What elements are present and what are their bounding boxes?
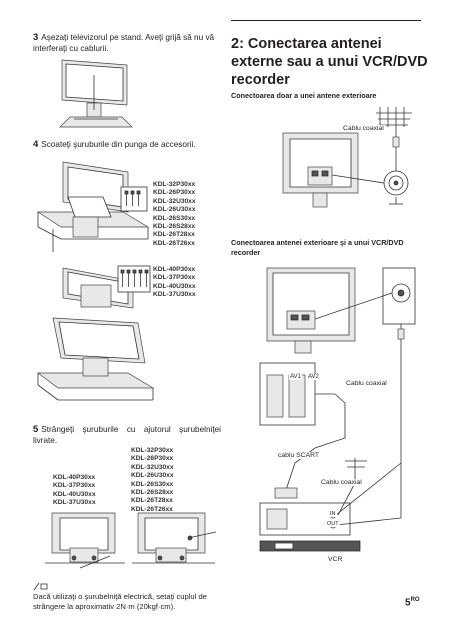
model-item: KDL-26U30xx [153,206,196,214]
model-list-b: KDL-40P30xx KDL-37P30xx KDL-40U30xx KDL-… [153,266,196,300]
vcr-label: VCR [327,556,344,563]
step-5-text: Strângeţi şuruburile cu ajutorul şurubel… [33,425,221,445]
model-item: KDL-32U30xx [153,197,196,205]
model-item: KDL-40P30xx [53,474,96,481]
model-item: KDL-40P30xx [153,266,196,273]
model-item: KDL-37P30xx [153,274,196,282]
coax-label-3: Cablu coaxial [320,479,363,486]
model-item: KDL-32P30xx [153,181,196,188]
model-item: KDL-26S30xx [131,480,174,488]
step-4-text: Scoateţi şuruburile din punga de accesor… [41,140,196,149]
vcr-in-label: IN [329,511,337,517]
model-item: KDL-26U30xx [131,472,174,480]
model-item: KDL-32P30xx [131,447,174,454]
step-4-number: 4 [33,139,39,150]
step-3-number: 3 [33,32,39,43]
model-item: KDL-26S30xx [153,214,196,222]
note-text: Dacă utilizaţi o şurubelniţă electrică, … [33,592,207,611]
model-item: KDL-26P30xx [131,455,174,463]
screw-pack-icon [120,186,148,212]
model-list-a: KDL-32P30xx KDL-26P30xx KDL-32U30xx KDL-… [153,181,196,248]
page-number-value: 5 [405,597,411,609]
model-item: KDL-37U30xx [53,499,96,507]
model-item: KDL-26T26xx [131,505,173,513]
step-5-number: 5 [33,424,39,435]
vcr-out-label: OUT [326,521,340,527]
model-item: KDL-26T28xx [153,231,195,239]
antenna-vcr-diagram [259,267,416,552]
note-pencil-icon [33,582,48,591]
subheading-antenna-only: Conectoarea doar a unei antene exterioar… [231,91,377,100]
model-item: KDL-40U30xx [53,490,96,498]
model-list-c: KDL-32P30xx KDL-26P30xx KDL-32U30xx KDL-… [131,447,174,514]
page-number: 5RO [405,597,420,608]
page-language-suffix: RO [410,597,420,603]
section-title: 2: Conectarea antenei externe sau a unui… [231,36,428,88]
model-item: KDL-26T28xx [131,497,173,505]
model-item: KDL-26T26xx [153,239,195,247]
subheading-antenna-vcr: Conectoarea antenei exterioare şi a unui… [231,238,404,257]
screwdriver-tightening-illustration [45,512,217,569]
stand-assembly-illustration-b [36,267,155,401]
model-item: KDL-32U30xx [131,463,174,471]
model-item: KDL-37P30xx [53,482,96,490]
screw-pack-icon [117,265,151,293]
step-3-text: Aşezaţi televizorul pe stand. Aveţi grij… [33,33,215,53]
av2-label: AV2 [307,374,320,380]
coax-label-1: Cablu coaxial [342,125,385,132]
antenna-only-diagram [282,107,412,208]
model-item: KDL-26S28xx [153,223,196,231]
model-item: KDL-26S28xx [131,489,174,497]
section-divider [231,20,421,21]
scart-cable-label: cablu SCART [277,452,321,459]
model-item: KDL-37U30xx [153,291,196,299]
model-item: KDL-40U30xx [153,282,196,290]
model-item: KDL-26P30xx [153,189,196,197]
av1-label: AV1 [289,374,302,380]
model-list-d: KDL-40P30xx KDL-37P30xx KDL-40U30xx KDL-… [53,474,96,508]
tv-on-stand-illustration [59,59,133,128]
coax-label-2: Cablu coaxial [345,380,388,387]
